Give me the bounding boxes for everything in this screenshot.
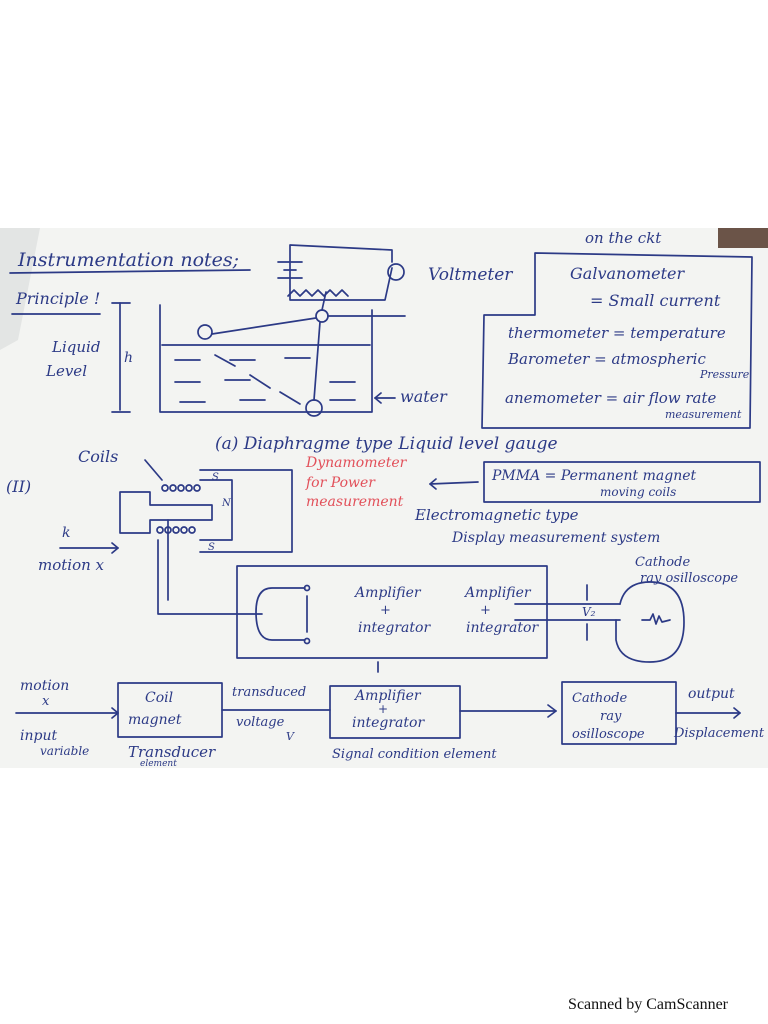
circuit-wires	[289, 244, 393, 301]
amp2-plus: +	[480, 603, 491, 618]
top-corner-text: on the ckt	[585, 229, 662, 247]
amp1-label: Amplifier	[353, 585, 422, 601]
cro-label-1: Cathode	[635, 555, 690, 570]
transduced-label-3: V	[286, 730, 295, 743]
coil-magnet-text-1: Coil	[145, 690, 173, 706]
display-system-label: Display measurement system	[451, 530, 660, 546]
signal-condition-label: Signal condition element	[332, 747, 497, 762]
transducer-label-2: element	[140, 759, 177, 769]
paper-fold-shadow	[0, 228, 40, 350]
dynamometer-note-2: for Power	[305, 475, 376, 491]
pole-n: N	[221, 498, 232, 509]
magnet-frame	[199, 469, 293, 553]
cro-box-text-1: Cathode	[572, 691, 627, 706]
amplifier-box	[329, 685, 461, 739]
liquid-level-label-1: Liquid	[51, 338, 100, 356]
dynamometer-note-3: measurement	[306, 494, 404, 510]
amp1-plus: +	[380, 603, 391, 618]
coils-arrow	[144, 459, 163, 481]
scanner-footer: Scanned by CamScanner	[568, 996, 728, 1013]
magnet-pole	[199, 479, 233, 541]
pmma-text-2: moving coils	[600, 485, 676, 499]
legend-box	[481, 252, 753, 429]
moving-coil-core	[119, 491, 213, 534]
electromagnetic-type-label: Electromagnetic type	[414, 506, 579, 524]
pole-s-top: S	[212, 472, 219, 483]
gauge-caption: (a) Diaphragme type Liquid level gauge	[215, 434, 558, 454]
cro-label-2: ray osilloscope	[640, 571, 738, 586]
amp1-integrator: integrator	[358, 620, 431, 636]
legend-barometer-2: Pressure	[699, 368, 750, 381]
amplifier-text-3: integrator	[352, 715, 425, 731]
transduced-label-1: transduced	[232, 685, 306, 700]
pmma-arrow	[429, 481, 479, 485]
voltmeter-symbol	[387, 263, 405, 281]
legend-galvanometer-def: = Small current	[590, 291, 721, 310]
amplifier-inner-loop	[255, 587, 306, 641]
amplifier-text-1: Amplifier	[353, 688, 422, 704]
motion-x-label: motion x	[38, 556, 105, 574]
water-dashes	[174, 354, 356, 405]
principle-label: Principle !	[15, 289, 100, 308]
float-left	[197, 324, 213, 340]
pmma-text-1: PMMA = Permanent magnet	[491, 468, 697, 484]
wiper-arrow	[321, 291, 327, 311]
legend-anemometer-2: measurement	[665, 408, 742, 421]
float-rod	[211, 317, 317, 335]
liquid-level-label-2: Level	[45, 362, 87, 380]
notes-title: Instrumentation notes;	[17, 249, 239, 271]
legend-thermometer: thermometer = temperature	[508, 324, 726, 342]
pmma-arrowhead	[429, 478, 437, 490]
battery-symbol	[277, 261, 303, 279]
amplifier-text-2: +	[378, 702, 388, 716]
water-label: water	[400, 387, 448, 406]
coil-turns-bottom	[156, 526, 196, 534]
bottom-motion-label: motion	[20, 678, 69, 694]
potentiometer	[287, 289, 349, 297]
cro-trace	[641, 613, 671, 625]
voltmeter-label: Voltmeter	[428, 265, 513, 285]
cro-wire	[514, 603, 621, 621]
v2-label: V₂	[582, 605, 596, 619]
cro-box-text-2: ray	[600, 709, 622, 724]
paper-right-edge	[718, 228, 768, 248]
output-arrowhead	[733, 707, 741, 719]
title-underline	[9, 269, 251, 274]
pole-s-bottom: S	[208, 542, 215, 553]
output-label: output	[688, 686, 735, 702]
cro-box-text-3: osilloscope	[572, 727, 645, 742]
cro-tube	[615, 581, 685, 663]
dynamometer-note-1: Dynamometer	[305, 455, 408, 471]
bottom-variable-label: variable	[40, 744, 89, 758]
bottom-input-label: input	[20, 728, 57, 744]
coil-turns-top	[161, 484, 201, 492]
legend-barometer: Barometer = atmospheric	[507, 350, 706, 368]
bottom-x-label: x	[42, 694, 50, 709]
transduced-label-2: voltage	[236, 715, 285, 730]
coil-magnet-text-2: magnet	[128, 712, 182, 728]
legend-galvanometer: Galvanometer	[570, 264, 685, 283]
terminal-top	[303, 584, 311, 592]
motion-arrowhead	[111, 542, 119, 554]
transducer-label-1: Transducer	[128, 743, 216, 761]
amplifier-outer-box	[236, 565, 548, 659]
amplifier-to-cro-arrowhead	[547, 704, 557, 718]
spring-k-label: k	[62, 525, 70, 541]
pmma-box	[483, 461, 761, 503]
height-label: h	[124, 350, 133, 366]
vertical-rod	[313, 321, 321, 401]
water-arrowhead	[374, 392, 382, 404]
tank	[159, 304, 373, 413]
amp2-integrator: integrator	[466, 620, 539, 636]
legend-anemometer: anemometer = air flow rate	[505, 389, 716, 407]
section-roman-numeral: (II)	[6, 477, 31, 496]
coil-output-wire	[157, 519, 263, 615]
displacement-label: Displacement	[673, 726, 765, 741]
paper-background	[0, 228, 768, 768]
coils-label: Coils	[78, 447, 118, 466]
amp2-label: Amplifier	[463, 585, 532, 601]
terminal-bottom	[303, 637, 311, 645]
